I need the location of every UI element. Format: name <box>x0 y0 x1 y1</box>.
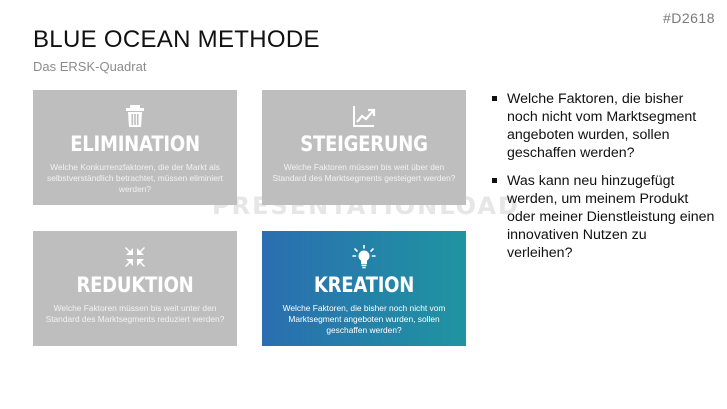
page-subtitle: Das ERSK-Quadrat <box>33 59 147 74</box>
card-heading: ELIMINATION <box>70 132 200 156</box>
bullet-text: Was kann neu hinzugefügt werden, um mein… <box>507 173 715 261</box>
trash-icon <box>126 105 144 127</box>
lightbulb-icon <box>352 245 376 269</box>
slide-id: #D2618 <box>662 10 715 26</box>
card-elimination: ELIMINATION Welche Konkurrenzfaktoren, d… <box>33 90 237 205</box>
shrink-arrows-icon <box>125 247 145 267</box>
bullet-list: Welche Faktoren, die bisher noch nicht v… <box>490 90 715 272</box>
trend-up-chart-icon <box>353 106 376 127</box>
card-heading: STEIGERUNG <box>300 132 428 156</box>
card-text: Welche Faktoren, die bisher noch nicht v… <box>282 303 446 335</box>
card-text: Welche Faktoren müssen bis weit unter de… <box>45 303 225 324</box>
card-heading: REDUKTION <box>76 273 194 297</box>
card-heading: KREATION <box>313 273 415 297</box>
card-text: Welche Konkurrenzfaktoren, die der Markt… <box>47 162 223 194</box>
card-text: Welche Faktoren müssen bis weit über den… <box>272 162 456 183</box>
card-kreation: KREATION Welche Faktoren, die bisher noc… <box>262 231 466 346</box>
bullet-square-icon <box>492 96 497 101</box>
card-steigerung: STEIGERUNG Welche Faktoren müssen bis we… <box>262 90 466 205</box>
card-reduktion: REDUKTION Welche Faktoren müssen bis wei… <box>33 231 237 346</box>
bullet-square-icon <box>492 178 497 183</box>
bullet-item: Welche Faktoren, die bisher noch nicht v… <box>490 90 715 162</box>
bullet-item: Was kann neu hinzugefügt werden, um mein… <box>490 172 715 262</box>
bullet-text: Welche Faktoren, die bisher noch nicht v… <box>507 91 697 161</box>
page-title: BLUE OCEAN METHODE <box>33 26 320 53</box>
